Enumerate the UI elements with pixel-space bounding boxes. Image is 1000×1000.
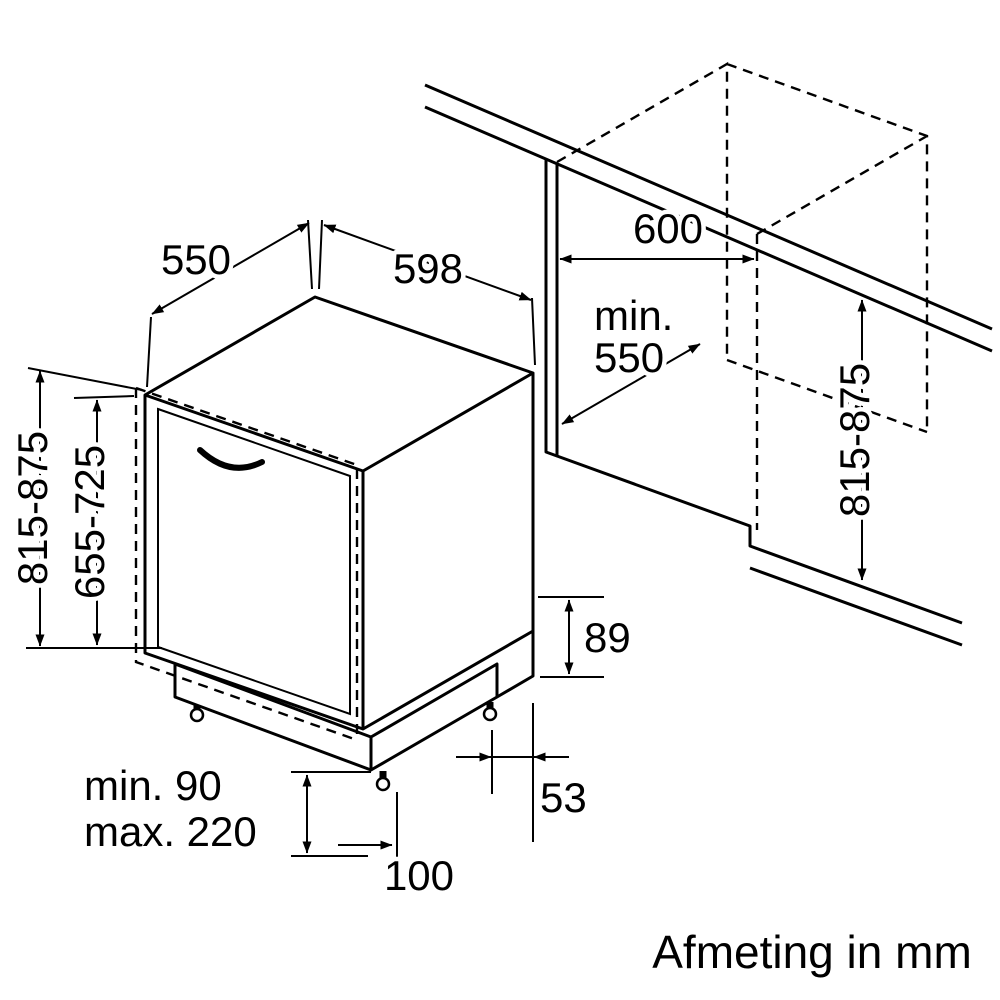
appliance-drawing bbox=[134, 295, 535, 792]
niche-drawing bbox=[424, 61, 993, 647]
dim-niche-depth-arrow bbox=[561, 343, 701, 425]
dimension-annotations: 550 598 815-875 655-725 min. 90 max. 220… bbox=[5, 201, 883, 904]
niche-dashed-outline bbox=[556, 61, 929, 530]
foot-right bbox=[482, 706, 498, 722]
dim-550-label: 550 bbox=[161, 236, 231, 283]
dim-niche-depth-label-line1: min. bbox=[594, 292, 673, 339]
dim-598-label: 598 bbox=[393, 245, 463, 292]
dim-89-label: 89 bbox=[584, 614, 631, 661]
foot-front bbox=[375, 776, 391, 792]
dim-plinth-max-label: max. 220 bbox=[84, 808, 257, 855]
dim-plinth-extension-lines bbox=[291, 771, 371, 857]
dim-53-label: 53 bbox=[540, 774, 587, 821]
dim-door-height-label: 655-725 bbox=[66, 445, 113, 599]
dim-100-label: 100 bbox=[384, 852, 454, 899]
furniture-panel-dashed-outline bbox=[134, 386, 359, 742]
niche-side-wall bbox=[544, 159, 559, 458]
appliance-plinth bbox=[173, 631, 535, 772]
dim-550-arrow bbox=[151, 222, 310, 315]
dim-598-arrow bbox=[323, 224, 532, 301]
appliance-door-border bbox=[157, 407, 351, 716]
dim-height-left-extension-lines bbox=[26, 367, 162, 649]
dim-niche-depth-label-line2: 550 bbox=[594, 334, 664, 381]
dim-598-extension-lines bbox=[318, 219, 536, 366]
appliance-top-face bbox=[143, 295, 535, 473]
dim-height-left-label: 815-875 bbox=[9, 431, 56, 585]
dim-door-height-extension-line bbox=[73, 395, 135, 399]
dim-600-label: 600 bbox=[633, 205, 703, 252]
floor-edges bbox=[556, 454, 963, 647]
appliance-body-edges bbox=[143, 373, 535, 731]
dim-89-extension-lines bbox=[538, 596, 604, 678]
worktop-edges bbox=[424, 83, 993, 353]
dim-53-extension-lines bbox=[491, 703, 534, 842]
dim-plinth-min-label: min. 90 bbox=[84, 762, 222, 809]
foot-left bbox=[189, 707, 205, 723]
dim-height-right-label: 815-875 bbox=[831, 363, 878, 517]
door-handle-icon bbox=[197, 447, 265, 471]
units-caption: Afmeting in mm bbox=[652, 926, 972, 978]
